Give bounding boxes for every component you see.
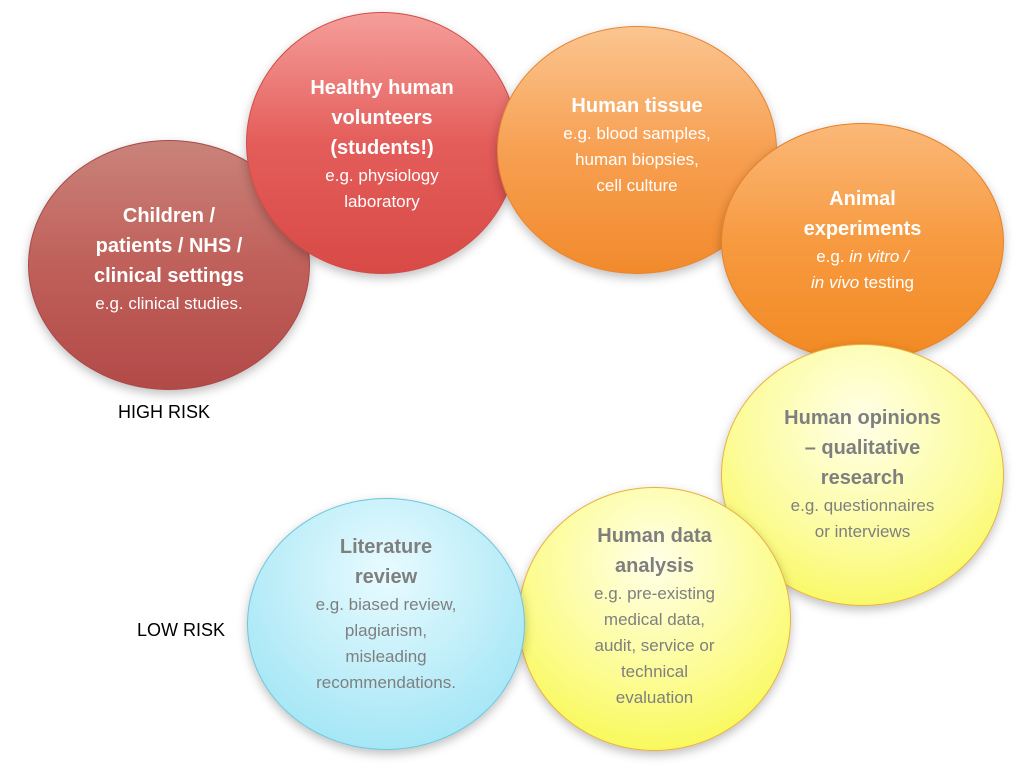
circle-title: Literature review (339, 536, 433, 588)
circle-description: e.g. biased review, plagiarism, misleadi… (315, 595, 457, 692)
circle-title: Human data analysis (597, 525, 712, 577)
circle-title: Human opinions – qualitative research (784, 407, 941, 489)
circle-description: e.g. pre-existing medical data, audit, s… (594, 584, 715, 707)
circle-human-data-analysis: Human data analysis e.g. pre-existing me… (518, 487, 791, 751)
circle-title: Animal experiments (803, 188, 922, 240)
low-risk-label: LOW RISK (137, 620, 226, 640)
circle-title: Children / patients / NHS / clinical set… (93, 205, 245, 287)
circle-healthy-volunteers: Healthy human volunteers (students!) e.g… (246, 12, 518, 274)
circle-description: e.g. blood samples, human biopsies, cell… (563, 124, 711, 195)
circle-description: e.g. in vitro / in vivo testing (811, 247, 914, 292)
circle-literature-review: Literature review e.g. biased review, pl… (247, 498, 525, 750)
circle-description: e.g. questionnaires or interviews (790, 496, 935, 541)
high-risk-label: HIGH RISK (118, 402, 211, 422)
circle-title: Human tissue (571, 95, 703, 117)
circle-description: e.g. clinical studies. (95, 294, 243, 313)
circle-description: e.g. physiology laboratory (325, 166, 439, 211)
circle-animal-experiments: Animal experiments e.g. in vitro / in vi… (721, 123, 1004, 361)
circle-title: Healthy human volunteers (students!) (310, 77, 454, 159)
